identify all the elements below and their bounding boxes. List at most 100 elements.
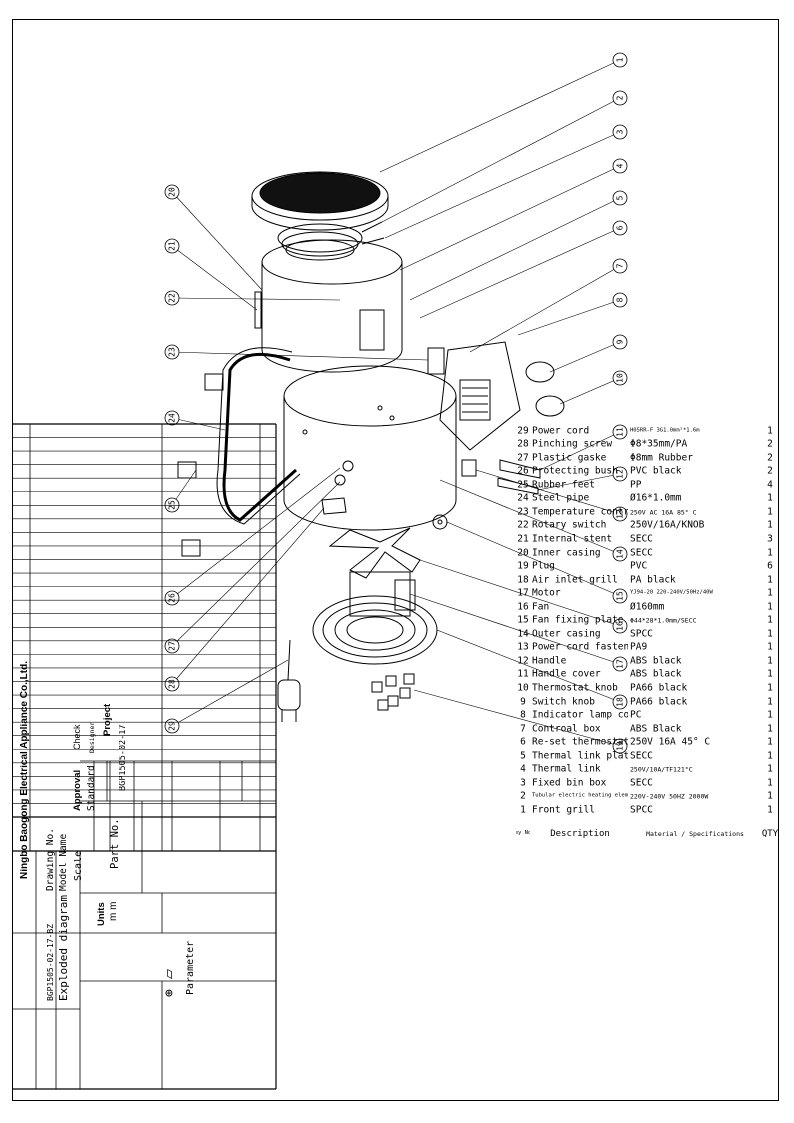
partno-label: Part No.	[110, 818, 121, 869]
bom-cell-desc: Front grill	[532, 804, 595, 816]
bom-cell-qty: 1	[767, 506, 773, 518]
bom-cell-qty: 1	[767, 682, 773, 694]
callout-label: 17	[616, 659, 625, 669]
callout-label: 10	[616, 373, 625, 383]
bom-cell-spec: Φ44*28*1.0mm/SECC	[630, 616, 697, 625]
bom-cell-desc: Power cord fastener	[532, 641, 628, 653]
bom-cell-qty: 1	[767, 519, 773, 531]
units-label: Units	[97, 902, 107, 926]
bom-cell-spec: PVC	[630, 560, 648, 572]
bom-cell-spec: ABS Black	[630, 723, 682, 735]
bom-cell-desc: Power cord	[532, 425, 590, 437]
bom-cell-spec: 220V-240V 50HZ 2000W	[630, 792, 709, 801]
standard-label: Standard	[87, 765, 97, 811]
bom-cell-no: 12	[517, 655, 529, 667]
callout-26: 26	[164, 590, 180, 606]
callout-label: 3	[616, 129, 625, 134]
bom-cell-qty: 1	[767, 763, 773, 775]
bom-cell-spec: 250V/10A/TF121°C	[630, 765, 693, 774]
callout-label: 9	[616, 339, 625, 344]
bom-cell-spec: H05RR-F 3G1.0mm²*1.6m	[630, 427, 700, 434]
bom-cell-qty: 1	[767, 574, 773, 586]
callout-12: 12	[612, 466, 628, 482]
callout-27: 27	[164, 638, 180, 654]
bom-cell-desc: Fan	[532, 601, 550, 613]
bom-cell-spec: SECC	[630, 750, 653, 762]
bom-cell-desc: Pinching screw	[532, 438, 613, 450]
bom-cell-qty: 2	[767, 438, 773, 450]
callout-label: 22	[168, 293, 177, 303]
bom-cell-desc: Outer casing	[532, 628, 601, 640]
callout-label: 23	[168, 347, 177, 357]
bom-cell-qty: 3	[767, 533, 773, 545]
bom-cell-no: 16	[517, 601, 529, 613]
callout-23: 23	[164, 344, 180, 360]
bom-cell-spec: Ø160mm	[630, 601, 665, 613]
bom-cell-spec: Φ8mm Rubber	[630, 452, 693, 464]
callout-label: 5	[616, 195, 625, 200]
bom-cell-spec: PA9	[630, 641, 648, 653]
bom-cell-spec: 250V/16A/KNOB	[630, 519, 705, 531]
callout-17: 17	[612, 656, 628, 672]
callout-6: 6	[612, 220, 628, 236]
bom-cell-no: 26	[517, 465, 529, 477]
bom-cell-spec: PA black	[630, 574, 676, 586]
switch-knob	[525, 361, 555, 383]
bom-cell-qty: 1	[767, 492, 773, 504]
bom-cell-desc: Handle	[532, 655, 567, 667]
bom-cell-desc: Air inlet grill	[532, 574, 618, 586]
bom-cell-desc: Temperature controller	[532, 506, 628, 518]
callout-1: 1	[612, 52, 628, 68]
callout-18: 18	[612, 694, 628, 710]
callout-label: 24	[168, 413, 177, 423]
outer-casing	[283, 396, 457, 531]
callout-19: 19	[612, 738, 628, 754]
bom-cell-desc: Fan fixing plate	[532, 614, 624, 626]
designer-label: Designer	[89, 721, 96, 753]
check-label: Check	[73, 724, 82, 750]
bom-cell-spec: SPCC	[630, 628, 653, 640]
callout-label: 26	[168, 593, 177, 603]
model-name-label: Model Name	[59, 833, 69, 891]
bom-cell-desc: Indicator lamp cover	[532, 709, 628, 721]
callout-label: 15	[616, 591, 625, 601]
bom-header-spec: Material / Specifications	[646, 829, 744, 838]
callout-label: 21	[168, 241, 177, 251]
callout-label: 20	[168, 187, 177, 197]
callout-2: 2	[612, 90, 628, 106]
bom-cell-no: 9	[520, 696, 526, 708]
bom-cell-qty: 1	[767, 641, 773, 653]
company-name: Ningbo Baogong Electrical Appliance Co.,…	[20, 661, 30, 879]
bom-cell-desc: Inner casing	[532, 546, 601, 558]
bom-cell-no: 20	[517, 546, 529, 558]
bom-cell-qty: 1	[767, 804, 773, 816]
bom-cell-no: 4	[520, 763, 526, 775]
bom-cell-desc: Thermal link	[532, 763, 601, 775]
bom-cell-spec: Ø16*1.0mm	[630, 492, 682, 504]
bom-cell-qty: 1	[767, 790, 773, 802]
thermostat-knob	[535, 395, 565, 417]
projection-symbol-icon: ⊕	[163, 989, 176, 997]
callout-14: 14	[612, 546, 628, 562]
bom-cell-spec: SECC	[630, 546, 653, 558]
callout-20: 20	[164, 184, 180, 200]
bom-header-qty: QTY	[762, 828, 778, 839]
project-value: BGP1505-02-17	[119, 724, 128, 791]
project-label: Project	[103, 703, 113, 736]
callout-label: 16	[616, 621, 625, 631]
bom-cell-desc: Plastic gaske	[532, 452, 607, 464]
callout-label: 8	[616, 297, 625, 302]
callout-3: 3	[612, 124, 628, 140]
bom-cell-qty: 1	[767, 668, 773, 680]
callout-7: 7	[612, 258, 628, 274]
callout-5: 5	[612, 190, 628, 206]
approval-label: Approval	[73, 769, 83, 811]
bom-header-no: Key No.	[516, 830, 530, 837]
callout-10: 10	[612, 370, 628, 386]
bom-cell-no: 5	[520, 750, 526, 762]
bom-header-desc: Description	[550, 828, 610, 839]
callout-label: 12	[616, 469, 625, 479]
bom-cell-qty: 1	[767, 601, 773, 613]
